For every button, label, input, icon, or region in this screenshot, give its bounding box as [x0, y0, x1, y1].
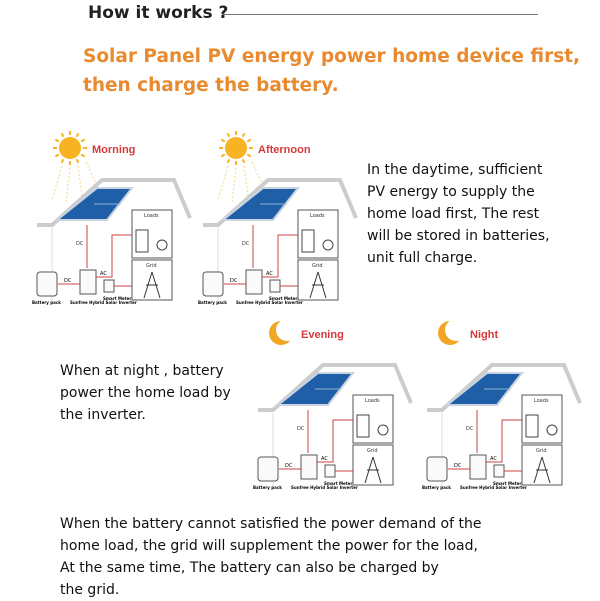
title-divider	[222, 14, 538, 15]
dc-label: DC	[285, 463, 293, 469]
system-diagram: Afternoon DC Loads Grid AC DC Battery pa…	[198, 131, 358, 305]
loads-box	[352, 394, 394, 444]
loads-box	[131, 209, 173, 259]
dc-label: DC	[242, 241, 250, 247]
text-line: home load, the grid will supplement the …	[60, 538, 478, 554]
text-line: PV energy to supply the	[367, 184, 535, 200]
text-line: unit full charge.	[367, 250, 478, 266]
text-line: home load first, The rest	[367, 206, 540, 222]
time-of-day-label: Afternoon	[258, 144, 311, 156]
inverter	[79, 269, 97, 295]
battery-label: Battery pack	[198, 300, 227, 305]
loads-label: Loads	[534, 398, 549, 404]
inverter-label: Sunfree Hybrid Solar Inverter	[291, 485, 358, 490]
dc-label: DC	[76, 241, 84, 247]
system-diagram: Night DC Loads Grid AC DC Battery pack S…	[422, 319, 582, 490]
battery-pack	[426, 456, 448, 482]
grid-box	[352, 444, 394, 486]
text-line: the inverter.	[60, 407, 146, 423]
smart-meter	[103, 279, 115, 293]
scene-night: Night DC Loads Grid AC DC Battery pack S…	[422, 315, 582, 495]
system-diagram: Evening DC Loads Grid AC DC Battery pack…	[253, 319, 413, 490]
headline: Solar Panel PV energy power home device …	[83, 42, 580, 100]
sun-icon	[51, 131, 99, 203]
grid-description: When the battery cannot satisfied the po…	[60, 513, 481, 601]
ac-label: AC	[490, 456, 497, 462]
pylon-icon	[143, 271, 161, 299]
battery-pack	[36, 271, 58, 297]
battery-pack	[257, 456, 279, 482]
grid-label: Grid	[146, 263, 157, 269]
battery-label: Battery pack	[422, 485, 451, 490]
inverter-label: Sunfree Hybrid Solar Inverter	[236, 300, 303, 305]
daytime-description: In the daytime, sufficient PV energy to …	[367, 159, 550, 269]
text-line: will be stored in batteries,	[367, 228, 550, 244]
loads-box	[297, 209, 339, 259]
loads-box	[521, 394, 563, 444]
pylon-icon	[364, 456, 382, 484]
night-description: When at night , battery power the home l…	[60, 360, 231, 426]
scene-evening: Evening DC Loads Grid AC DC Battery pack…	[253, 315, 413, 495]
text-line: At the same time, The battery can also b…	[60, 560, 439, 576]
grid-label: Grid	[536, 448, 547, 454]
grid-box	[297, 259, 339, 301]
meter-label: Smart Meter	[103, 296, 131, 301]
loads-label: Loads	[365, 398, 380, 404]
text-line: When at night , battery	[60, 363, 224, 379]
ac-label: AC	[266, 271, 273, 277]
headline-line-2: then charge the battery.	[83, 75, 339, 96]
battery-pack	[202, 271, 224, 297]
sun-icon	[217, 131, 265, 203]
smart-meter	[493, 464, 505, 478]
battery-label: Battery pack	[32, 300, 61, 305]
pylon-icon	[309, 271, 327, 299]
pylon-icon	[533, 456, 551, 484]
scene-afternoon: Afternoon DC Loads Grid AC DC Battery pa…	[198, 130, 358, 310]
text-line: In the daytime, sufficient	[367, 162, 543, 178]
system-diagram: Morning DC Loads Grid AC DC Battery pack…	[32, 131, 192, 305]
time-of-day-label: Evening	[301, 329, 344, 341]
dc-label: DC	[454, 463, 462, 469]
ac-label: AC	[100, 271, 107, 277]
inverter-label: Sunfree Hybrid Solar Inverter	[460, 485, 527, 490]
inverter	[245, 269, 263, 295]
time-of-day-label: Morning	[92, 144, 135, 156]
loads-label: Loads	[144, 213, 159, 219]
headline-line-1: Solar Panel PV energy power home device …	[83, 46, 581, 67]
moon-icon	[269, 319, 298, 345]
text-line: power the home load by	[60, 385, 231, 401]
battery-label: Battery pack	[253, 485, 282, 490]
dc-label: DC	[297, 426, 305, 432]
grid-label: Grid	[367, 448, 378, 454]
dc-label: DC	[466, 426, 474, 432]
section-title: How it works ?	[88, 3, 229, 23]
time-of-day-label: Night	[470, 329, 498, 341]
scene-morning: Morning DC Loads Grid AC DC Battery pack…	[32, 130, 192, 310]
ac-label: AC	[321, 456, 328, 462]
moon-icon	[438, 319, 467, 345]
smart-meter	[324, 464, 336, 478]
meter-label: Smart Meter	[269, 296, 297, 301]
smart-meter	[269, 279, 281, 293]
grid-box	[521, 444, 563, 486]
inverter-label: Sunfree Hybrid Solar Inverter	[70, 300, 137, 305]
inverter	[469, 454, 487, 480]
loads-label: Loads	[310, 213, 325, 219]
dc-label: DC	[64, 278, 72, 284]
grid-box	[131, 259, 173, 301]
grid-label: Grid	[312, 263, 323, 269]
text-line: When the battery cannot satisfied the po…	[60, 516, 482, 532]
inverter	[300, 454, 318, 480]
text-line: the grid.	[60, 582, 120, 598]
dc-label: DC	[230, 278, 238, 284]
meter-label: Smart Meter	[324, 481, 352, 486]
meter-label: Smart Meter	[493, 481, 521, 486]
